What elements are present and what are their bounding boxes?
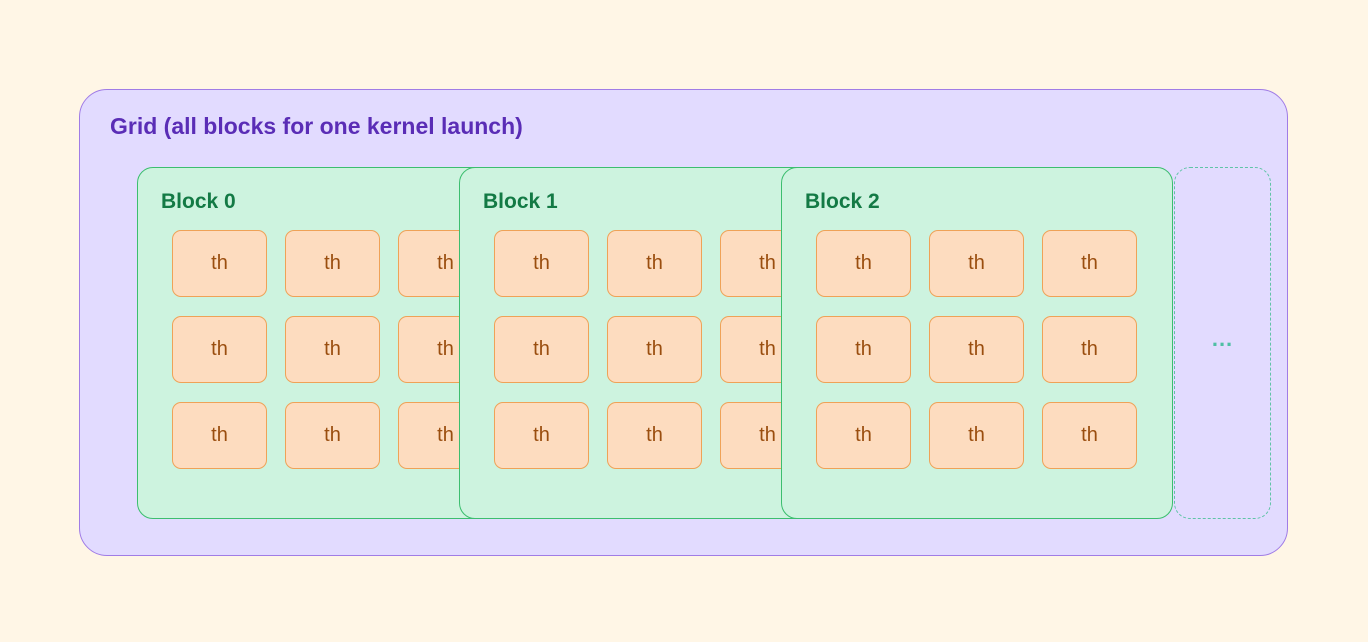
block-1: Block 1 th th th th th th th th th [459,167,851,519]
thread-cell: th [285,402,380,469]
thread-cell: th [285,230,380,297]
block-2: Block 2 th th th th th th th th th [781,167,1173,519]
thread-cell: th [607,230,702,297]
thread-cell: th [816,230,911,297]
thread-cell: th [172,230,267,297]
ellipsis-label: ... [1211,326,1234,351]
block-title: Block 2 [805,190,880,213]
thread-cell: th [494,402,589,469]
block-title: Block 1 [483,190,558,213]
thread-cell: th [816,402,911,469]
thread-cell: th [1042,316,1137,383]
thread-cell: th [929,230,1024,297]
grid-container: Grid (all blocks for one kernel launch) … [79,89,1288,556]
thread-cell: th [1042,230,1137,297]
thread-cell: th [285,316,380,383]
thread-cell: th [1042,402,1137,469]
thread-cell: th [607,402,702,469]
more-blocks-placeholder: ... [1174,167,1271,519]
block-title: Block 0 [161,190,236,213]
thread-cell: th [607,316,702,383]
thread-cell: th [929,316,1024,383]
grid-title: Grid (all blocks for one kernel launch) [110,113,523,139]
thread-cell: th [494,316,589,383]
thread-cell: th [816,316,911,383]
thread-cell: th [172,402,267,469]
thread-cell: th [494,230,589,297]
thread-cell: th [929,402,1024,469]
thread-cell: th [172,316,267,383]
